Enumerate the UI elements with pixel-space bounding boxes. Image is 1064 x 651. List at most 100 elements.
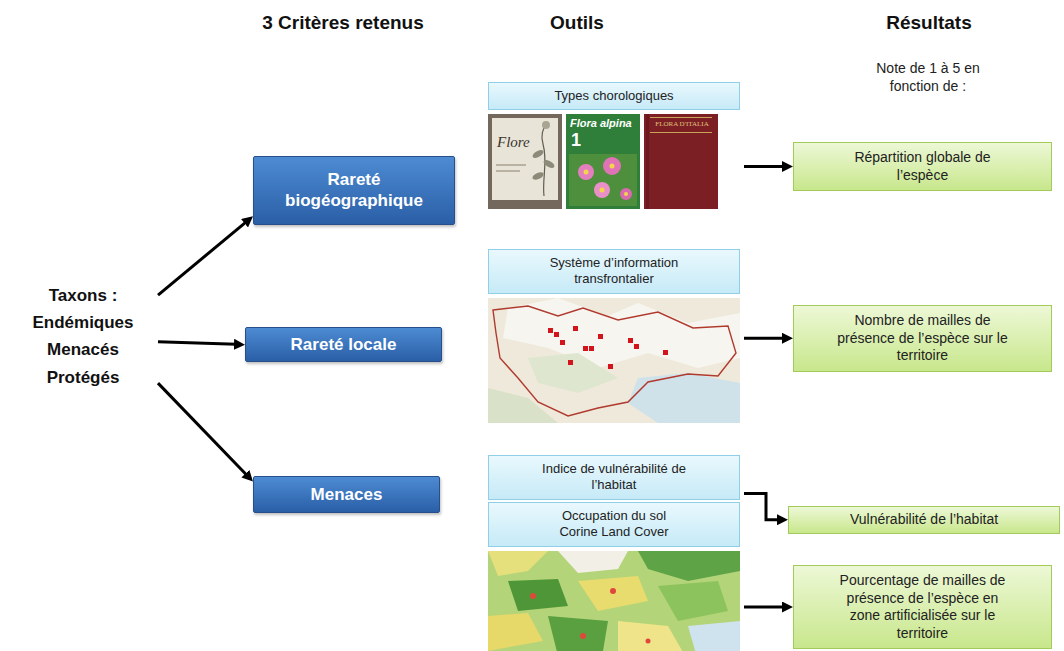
book-title: FLORA D'ITALIA <box>646 120 718 128</box>
list-item: Endémiques <box>8 309 158 336</box>
list-heading: Taxons : <box>8 282 158 309</box>
book-title: Flora alpina <box>570 117 632 129</box>
tool-box: Types chorologiquesFlore Flora alpina1 FLO… <box>488 82 740 209</box>
illustration-shape <box>598 334 603 339</box>
tool-header: Occupation du sol Corine Land Cover <box>488 502 740 547</box>
illustration-shape <box>508 579 568 611</box>
result-box: Vulnérabilité de l’habitat <box>788 506 1060 534</box>
illustration-shape <box>583 346 588 351</box>
illustration-shape <box>618 621 688 651</box>
illustration-shape <box>646 114 649 209</box>
tool-box: Système d’information transfrontalier <box>488 249 740 423</box>
illustration-shape <box>580 633 586 639</box>
illustration-shape <box>542 124 546 196</box>
box-label: Vulnérabilité de l’habitat <box>797 511 1051 529</box>
illustration-shape <box>600 188 605 193</box>
illustration-shape <box>578 576 648 611</box>
illustration-shape <box>603 157 621 175</box>
box-label: Nombre de mailles de présence de l’espèc… <box>834 312 1011 365</box>
illustration-shape <box>530 593 536 599</box>
criterion-box: Menaces <box>253 476 440 513</box>
illustration-shape <box>554 332 559 337</box>
arrow-connector <box>744 337 784 340</box>
illustration-shape <box>488 551 548 576</box>
list-item: Protégés <box>8 364 158 391</box>
illustration-shape <box>584 170 589 175</box>
map-illustration <box>488 298 740 423</box>
box-label: Menaces <box>262 484 431 505</box>
illustration-shape <box>594 182 610 198</box>
illustration-shape <box>558 551 628 573</box>
box-label: Types chorologiques <box>497 88 731 104</box>
illustration-shape <box>608 364 613 369</box>
criterion-box: Rareté biogéographique <box>253 156 455 225</box>
illustration-shape <box>531 149 544 160</box>
illustration-shape <box>628 373 740 423</box>
illustration-shape <box>496 164 526 166</box>
illustration-shape <box>573 326 578 331</box>
list-item: Menacés <box>8 336 158 363</box>
box-label: Occupation du sol Corine Land Cover <box>549 508 679 541</box>
tool-header: Système d’information transfrontalier <box>488 249 740 294</box>
arrow-connector <box>158 342 236 345</box>
illustration-shape <box>488 551 740 651</box>
illustration-shape <box>531 171 544 182</box>
illustration <box>488 298 740 423</box>
illustration-shape <box>496 170 520 172</box>
illustration-shape <box>650 132 712 133</box>
column-heading: Résultats <box>849 12 1009 34</box>
illustration-shape <box>658 581 728 621</box>
arrow-connector <box>744 165 784 168</box>
land-cover-map <box>488 551 740 651</box>
illustration-shape <box>488 613 543 651</box>
result-box: Répartition globale de l’espèce <box>793 142 1052 191</box>
box-label: Rareté biogéographique <box>262 169 446 212</box>
illustration-shape <box>589 346 594 351</box>
box-label: Système d’information transfrontalier <box>539 255 689 288</box>
book-title: Flore <box>497 134 530 151</box>
illustration-shape <box>646 638 651 643</box>
tool-header: Types chorologiques <box>488 82 740 110</box>
box-label: Indice de vulnérabilité de l’habitat <box>529 461 699 494</box>
illustration-shape <box>663 350 668 355</box>
illustration-shape <box>628 338 633 343</box>
illustration-shape <box>560 340 565 345</box>
column-heading: 3 Critères retenus <box>213 12 473 34</box>
illustration-shape <box>610 164 615 169</box>
box-label: Répartition globale de l’espèce <box>839 149 1006 184</box>
arrow-connector <box>744 606 784 609</box>
illustration-shape <box>620 188 632 200</box>
illustration-shape <box>638 551 740 581</box>
illustration-shape <box>492 118 558 200</box>
arrow-connector <box>158 222 246 295</box>
illustration-shape <box>634 344 639 349</box>
illustration-shape <box>568 360 573 365</box>
tool-box: Indice de vulnérabilité de l’habitat <box>488 455 740 500</box>
illustration-shape <box>548 616 608 651</box>
criterion-box: Rareté locale <box>245 327 442 362</box>
illustration-shape <box>569 154 637 206</box>
illustration: Flore Flora alpina1 FLORA D'ITALIA <box>488 114 740 209</box>
taxa-list: Taxons :EndémiquesMenacésProtégés <box>8 282 158 391</box>
volume-number: 1 <box>571 130 581 151</box>
illustration-shape <box>542 121 550 129</box>
illustration-shape <box>610 588 616 594</box>
illustration-shape <box>566 114 640 209</box>
illustration-shape <box>488 388 558 423</box>
result-box: Pourcentage de mailles de présence de l’… <box>793 565 1052 649</box>
illustration-shape <box>650 117 712 118</box>
result-box: Nombre de mailles de présence de l’espèc… <box>793 305 1052 372</box>
box-label: Rareté locale <box>254 334 433 355</box>
illustration-shape <box>688 621 740 651</box>
column-heading: Outils <box>497 12 657 34</box>
illustration-shape <box>548 328 553 333</box>
illustration-shape <box>624 192 628 196</box>
note-text: Note de 1 à 5 en fonction de : <box>858 60 998 95</box>
box-label: Pourcentage de mailles de présence de l’… <box>834 572 1011 642</box>
tool-box: Occupation du sol Corine Land Cover <box>488 502 740 651</box>
illustration <box>488 551 740 651</box>
illustration-shape <box>493 306 736 416</box>
illustration-shape <box>488 298 740 423</box>
arrow-connector <box>744 494 779 520</box>
tool-header: Indice de vulnérabilité de l’habitat <box>488 455 740 500</box>
